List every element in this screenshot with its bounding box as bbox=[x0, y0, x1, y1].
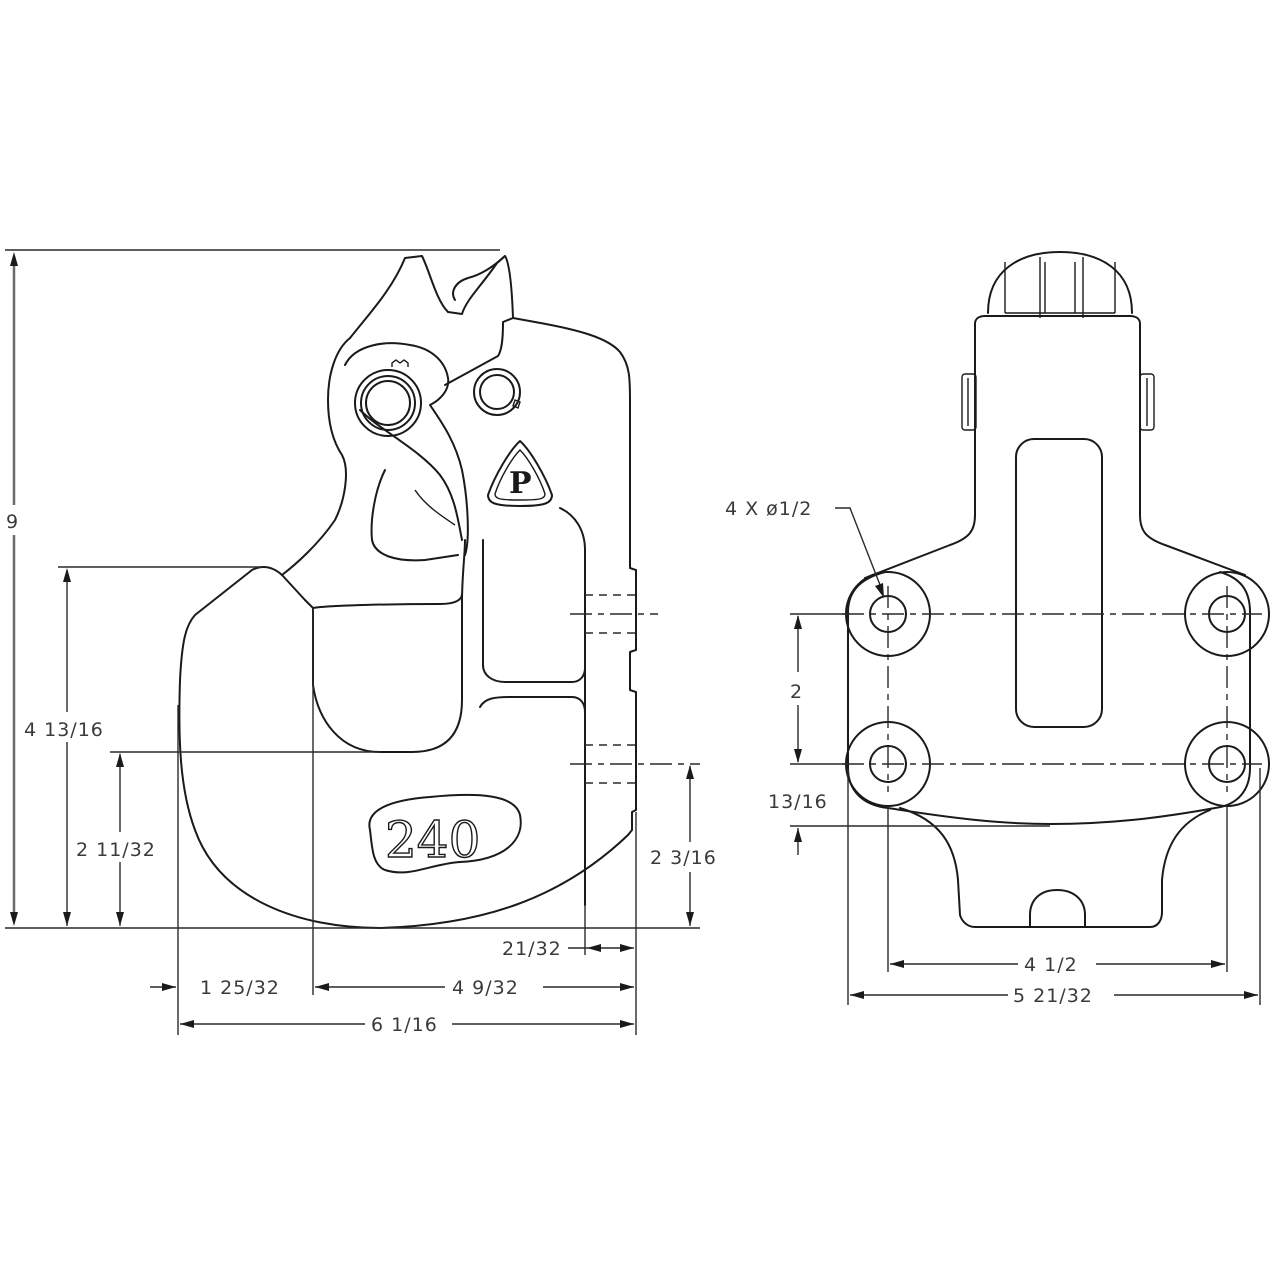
small-pin-inner bbox=[479, 374, 515, 410]
side-view: P 240 9 4 13/16 2 11/3 bbox=[5, 249, 717, 1036]
main-pin-inner bbox=[365, 380, 411, 426]
dim-overall-length: 6 1/16 bbox=[371, 1014, 438, 1036]
logo-badge-inner bbox=[494, 449, 546, 501]
dome-slot-right bbox=[1074, 262, 1116, 313]
lower-slot bbox=[479, 696, 586, 713]
rear-view: 4 X ø1/2 2 13/16 4 1/2 5 21/32 bbox=[725, 251, 1270, 1007]
side-tab-right bbox=[1139, 373, 1155, 431]
dim-arrows-flange bbox=[587, 944, 634, 952]
logo-p-icon: P bbox=[509, 466, 532, 501]
dim-overall-width: 5 21/32 bbox=[1013, 985, 1093, 1007]
mid-slot bbox=[482, 539, 586, 683]
main-pin-ring bbox=[360, 375, 416, 431]
lower-cavity bbox=[370, 469, 459, 562]
stamp-oval bbox=[368, 793, 522, 874]
mounting-plate bbox=[847, 571, 1251, 825]
dim-vertical-hole-spacing: 2 bbox=[790, 681, 803, 703]
dome-top bbox=[987, 251, 1133, 314]
part-number-stamp: 240 bbox=[385, 811, 480, 869]
rear-upper-body bbox=[974, 315, 1246, 576]
dim-hook-to-mount: 4 9/32 bbox=[452, 977, 519, 999]
dim-horizontal-hole-spacing: 4 1/2 bbox=[1024, 954, 1078, 976]
cavity-crease bbox=[414, 489, 456, 526]
hook-jaw-inner bbox=[304, 539, 466, 753]
center-slot bbox=[1015, 438, 1103, 728]
dim-hook-height: 4 13/16 bbox=[24, 719, 104, 741]
hole-callout: 4 X ø1/2 bbox=[725, 498, 812, 520]
pivot-arm-inner-2 bbox=[359, 409, 463, 541]
dim-mount-hole-height: 2 3/16 bbox=[650, 847, 717, 869]
dim-overall-height: 9 bbox=[6, 511, 19, 533]
right-plate-curve bbox=[559, 507, 586, 906]
dim-bottom-offset: 13/16 bbox=[768, 791, 828, 813]
pin-clip-icon bbox=[391, 359, 409, 367]
rear-upper-body-left bbox=[864, 514, 976, 579]
latch-outline bbox=[349, 255, 514, 386]
side-tab-left bbox=[961, 373, 977, 431]
lower-bracket bbox=[899, 807, 1211, 928]
logo-badge-outer bbox=[487, 440, 553, 507]
main-pin-outer bbox=[354, 369, 422, 437]
dim-flange-thickness: 21/32 bbox=[502, 938, 562, 960]
hole-callout-leader bbox=[835, 507, 883, 591]
dim-hook-tip-offset: 1 25/32 bbox=[200, 977, 280, 999]
small-pin-outer bbox=[473, 368, 521, 416]
latch-finger bbox=[452, 255, 506, 301]
pivot-arm-inner bbox=[344, 342, 469, 556]
small-pin-clip-icon bbox=[512, 399, 521, 409]
bracket-notch bbox=[1029, 889, 1086, 928]
dim-throat-height: 2 11/32 bbox=[76, 839, 156, 861]
pivot-arm bbox=[281, 337, 351, 576]
dome-slot-left bbox=[1004, 262, 1046, 313]
jaw-top-line bbox=[312, 593, 463, 609]
